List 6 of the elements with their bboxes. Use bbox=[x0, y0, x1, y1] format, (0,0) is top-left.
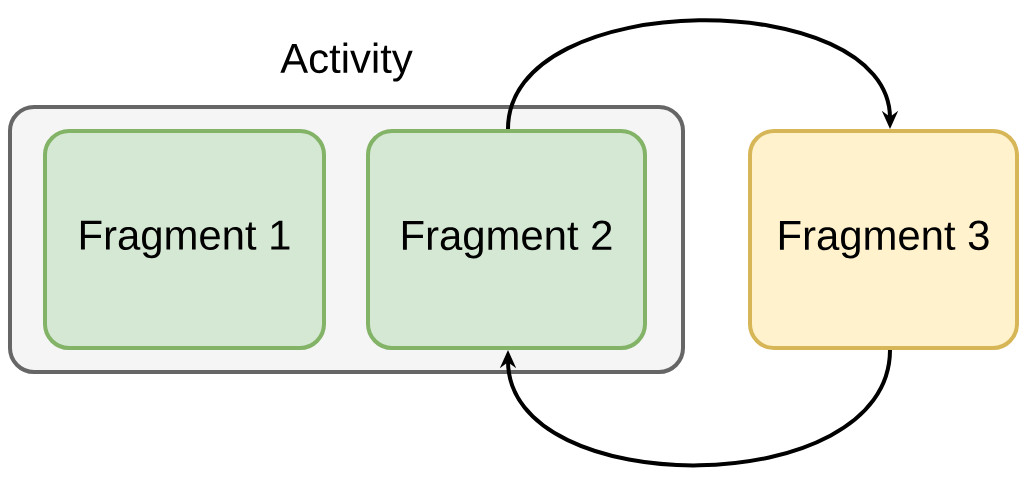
fragment-box: Fragment 2 bbox=[366, 129, 647, 350]
fragment-box: Fragment 1 bbox=[43, 129, 326, 350]
fragment-box: Fragment 3 bbox=[748, 129, 1019, 350]
node-label: Activity bbox=[280, 42, 413, 82]
arrow bbox=[499, 349, 892, 468]
arrow bbox=[506, 18, 899, 130]
